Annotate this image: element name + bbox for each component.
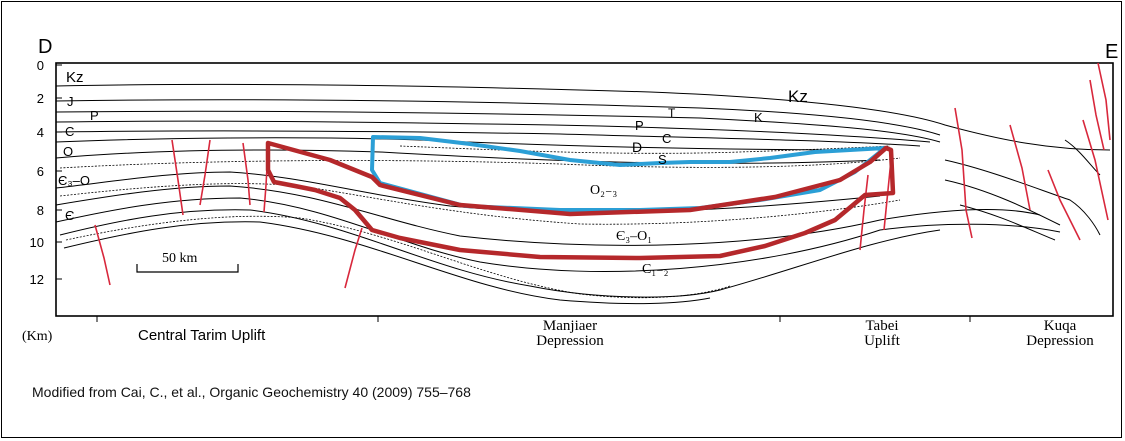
stratum-d: D (632, 139, 642, 155)
stratum-kz-right: Kz (788, 87, 808, 106)
scale-bar-label: 50 km (162, 251, 198, 266)
scale-bar: 50 km (136, 251, 239, 273)
stratum-e3-o-left: Є₃–O (58, 173, 90, 188)
stratigraphic-horizons (55, 83, 1111, 305)
stratum-e-left: Є (65, 208, 74, 223)
strata-labels: Kz J P C O Є₃–O Є Kz K P C D S T O₂₋₃ Є₃… (58, 69, 808, 277)
stratum-c-mid: C (662, 131, 671, 146)
depth-axis: 0 2 4 6 8 10 12 (30, 58, 62, 287)
region-boundary-ticks (96, 316, 971, 322)
stratum-k: K (754, 110, 763, 125)
stratum-t: T (668, 106, 676, 120)
stratum-e3-o1: Є₃–O₁ (616, 229, 652, 244)
depth-tick: 6 (37, 164, 44, 179)
endpoint-d-label: D (38, 36, 52, 58)
stratum-j: J (67, 94, 74, 109)
depth-unit-label: (Km) (22, 329, 53, 344)
unconformity-lines (59, 145, 901, 299)
depth-tick: 0 (37, 58, 44, 73)
stratum-o2-left: O (63, 144, 73, 159)
depth-tick: 12 (30, 272, 44, 287)
stratum-s: S (658, 152, 667, 167)
depth-tick: 8 (37, 203, 44, 218)
depth-tick: 4 (37, 125, 44, 140)
stratum-o23: O₂₋₃ (590, 183, 617, 198)
reservoir-outline (265, 140, 896, 261)
stratum-c12: C₁₋₂ (642, 262, 669, 277)
stratum-p-mid: P (635, 118, 644, 133)
section-panel-border (55, 62, 1114, 317)
stratum-c-left: C (65, 124, 74, 139)
depth-tick: 10 (30, 235, 44, 250)
depth-tick: 2 (37, 91, 44, 106)
faults (94, 62, 1111, 289)
endpoint-e-label: E (1105, 41, 1118, 63)
stratum-kz-left: Kz (66, 69, 84, 86)
region-central-tarim-uplift: Central Tarim Uplift (138, 327, 266, 344)
figure-caption: Modified from Cai, C., et al., Organic G… (32, 384, 471, 400)
stratum-p-left: P (90, 108, 99, 123)
